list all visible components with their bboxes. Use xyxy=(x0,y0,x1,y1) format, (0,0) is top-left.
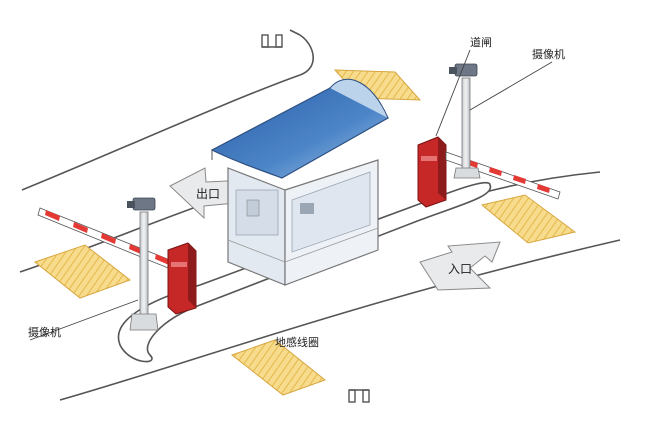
leader-lines xyxy=(29,49,553,341)
booth-roof xyxy=(210,78,389,179)
bottom-marker xyxy=(348,389,370,403)
ground-loop-left xyxy=(33,244,132,299)
road-edge-bottom xyxy=(59,239,621,401)
camera-right-icon xyxy=(454,63,478,77)
label-camera-left: 摄像机 xyxy=(28,325,61,339)
label-entrance: 入口 xyxy=(448,262,472,276)
road-edge-top-left xyxy=(21,34,314,191)
barrier-gate-right xyxy=(417,136,561,208)
label-ground-loop: 地感线圈 xyxy=(275,335,319,349)
road-edge-end xyxy=(289,29,301,36)
ground-loop-bottom xyxy=(230,339,327,396)
top-marker xyxy=(261,34,283,48)
camera-left-icon xyxy=(132,197,156,211)
guard-booth xyxy=(227,159,379,286)
label-barrier-gate: 道闸 xyxy=(470,35,492,49)
ground-loop-right xyxy=(480,194,577,244)
entrance-arrow xyxy=(419,241,501,291)
monitor-icon xyxy=(300,203,314,214)
label-camera-top: 摄像机 xyxy=(532,47,565,61)
camera-left xyxy=(127,197,159,331)
label-exit: 出口 xyxy=(196,187,220,201)
